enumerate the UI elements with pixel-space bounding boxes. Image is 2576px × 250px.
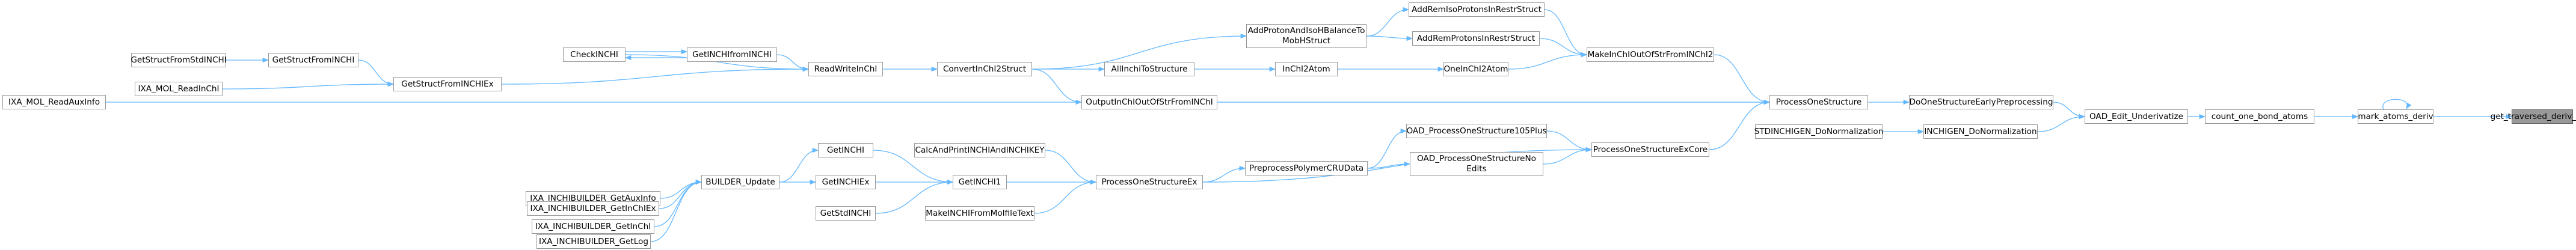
edge-GetStructFromINCHIEx-to-ReadWriteInChI — [501, 66, 810, 85]
node-output-inchi-out-of-str-from-inchi[interactable]: OutputInChIOutOfStrFromINChI — [1081, 95, 1217, 109]
edge-OneInChI2Atom-to-MakeInChIOutOfStrFromINChI2 — [1508, 52, 1588, 70]
node-count-one-bond-atoms[interactable]: count_one_bond_atoms — [2205, 109, 2314, 124]
edge-OAD_ProcessOneStructure105Plus-to-ProcessOneStructureExCore — [1546, 130, 1593, 153]
edge-ConvertInChI2Struct-to-AddProtonAndIsoHBalanceToMobHStruct — [1031, 33, 1247, 70]
edge-ConvertInChI2Struct-to-OutputInChIOutOfStrFromINChI — [1031, 69, 1083, 105]
node-stdinchigen-do-normalization[interactable]: STDINCHIGEN_DoNormalization — [1754, 124, 1883, 139]
node-ixa-inchibuilder-get-inchi-ex[interactable]: IXA_INCHIBUILDER_GetInChIEx — [527, 201, 659, 216]
node-ixa-mol-read-aux-info[interactable]: IXA_MOL_ReadAuxInfo — [2, 95, 106, 109]
node-get-inchi1[interactable]: GetINCHI1 — [953, 175, 1007, 189]
edge-OAD_ProcessOneStructureNoEdits-to-ProcessOneStructureExCore — [1543, 147, 1593, 165]
edge-IXA_INCHIBUILDER_GetAuxInfo-to-BUILDER_Update — [660, 179, 702, 199]
edge-AddProtonAndIsoHBalanceToMobHStruct-to-AddRemIsoProtonsInRestrStruct — [1366, 7, 1410, 37]
edge-ProcessOneStructureEx-to-ProcessOneStructureExCore — [1202, 147, 1593, 183]
edge-MakeInChIOutOfStrFromINChI2-to-ProcessOneStructure — [1714, 54, 1771, 105]
node-oad-process-one-structure-no-edits[interactable]: OAD_ProcessOneStructureNo Edits — [1410, 152, 1543, 176]
node-inchi2atom[interactable]: InChI2Atom — [1275, 62, 1338, 76]
node-process-one-structure[interactable]: ProcessOneStructure — [1769, 95, 1868, 109]
node-preprocess-polymer-cru-data[interactable]: PreprocessPolymerCRUData — [1245, 161, 1368, 175]
edge-IXA_INCHIBUILDER_GetInChI-to-BUILDER_Update — [654, 179, 702, 227]
node-do-one-structure-early-preprocessing[interactable]: DoOneStructureEarlyPreprocessing — [1909, 95, 2053, 109]
node-get-inchi-from-inchi[interactable]: GetINCHIfromINCHI — [687, 47, 777, 62]
edge-mark_atoms_deriv-to-mark_atoms_deriv — [2382, 99, 2412, 110]
edge-CalcAndPrintINCHIAndINCHIKEY-to-ProcessOneStructureEx — [1045, 150, 1097, 185]
node-add-rem-protons-in-restr-struct[interactable]: AddRemProtonsInRestrStruct — [1412, 31, 1540, 46]
node-all-inchi-to-structure[interactable]: AllInchiToStructure — [1104, 62, 1194, 76]
node-read-write-inchi[interactable]: ReadWriteInChI — [808, 62, 883, 76]
node-ixa-inchibuilder-get-log[interactable]: IXA_INCHIBUILDER_GetLog — [536, 234, 651, 249]
node-make-inchi-from-molfile-text[interactable]: MakeINCHIFromMolfileText — [925, 206, 1034, 221]
edge-GetStdINCHI-to-GetINCHI1 — [875, 179, 954, 214]
node-builder-update[interactable]: BUILDER_Update — [701, 175, 779, 189]
node-add-proton-and-iso-h-balance-to-mob-h-struct[interactable]: AddProtonAndIsoHBalanceTo MobHStruct — [1246, 24, 1366, 48]
edge-ProcessOneStructureExCore-to-ProcessOneStructure — [1709, 99, 1771, 150]
edge-GetINCHIfromINCHI-to-ReadWriteInChI — [776, 54, 810, 72]
node-inchigen-do-normalization[interactable]: INCHIGEN_DoNormalization — [1923, 124, 2038, 139]
node-add-rem-iso-protons-in-restr-struct[interactable]: AddRemIsoProtonsInRestrStruct — [1409, 2, 1545, 17]
node-oad-process-one-structure-105plus[interactable]: OAD_ProcessOneStructure105Plus — [1406, 124, 1547, 138]
node-mark-atoms-deriv[interactable]: mark_atoms_deriv — [2358, 109, 2433, 124]
edge-MakeINCHIFromMolfileText-to-ProcessOneStructureEx — [1034, 179, 1097, 214]
node-convert-inchi2struct[interactable]: ConvertInChI2Struct — [937, 62, 1032, 76]
edge-AddRemIsoProtonsInRestrStruct-to-MakeInChIOutOfStrFromINChI2 — [1544, 9, 1588, 58]
node-ixa-mol-read-inchi[interactable]: IXA_MOL_ReadInChI — [135, 82, 223, 96]
node-get-struct-from-inchi[interactable]: GetStructFromINCHI — [268, 53, 358, 67]
edge-AddProtonAndIsoHBalanceToMobHStruct-to-AddRemProtonsInRestrStruct — [1366, 35, 1413, 41]
node-process-one-structure-ex-core[interactable]: ProcessOneStructureExCore — [1591, 142, 1709, 157]
edge-PreprocessPolymerCRUData-to-OAD_ProcessOneStructureNoEdits — [1367, 161, 1411, 169]
node-get-traversed-deriv-type: get_traversed_deriv_type — [2491, 109, 2576, 124]
edge-PreprocessPolymerCRUData-to-OAD_ProcessOneStructure105Plus — [1367, 128, 1407, 169]
edge-IXA_INCHIBUILDER_GetInChIEx-to-BUILDER_Update — [659, 179, 702, 209]
node-oad-edit-underivatize[interactable]: OAD_Edit_Underivatize — [2085, 109, 2188, 124]
edge-IXA_INCHIBUILDER_GetLog-to-BUILDER_Update — [650, 179, 702, 242]
node-get-struct-from-std-inchi[interactable]: GetStructFromStdINCHI — [131, 53, 227, 67]
edge-DoOneStructureEarlyPreprocessing-to-OAD_Edit_Underivatize — [2053, 102, 2086, 120]
edge-IXA_MOL_ReadInChI-to-GetStructFromINCHIEx — [222, 81, 395, 90]
node-get-inchi-ex[interactable]: GetINCHIEx — [816, 175, 876, 189]
edge-INCHIGEN_DoNormalization-to-OAD_Edit_Underivatize — [2037, 114, 2086, 132]
edge-ProcessOneStructureEx-to-PreprocessPolymerCRUData — [1202, 165, 1246, 183]
node-get-struct-from-inchi-ex[interactable]: GetStructFromINCHIEx — [393, 77, 502, 91]
node-one-inchi2atom[interactable]: OneInChI2Atom — [1443, 62, 1508, 76]
node-check-inchi[interactable]: CheckINCHI — [563, 47, 626, 62]
edge-BUILDER_Update-to-GetINCHI — [779, 147, 819, 183]
node-ixa-inchibuilder-get-inchi[interactable]: IXA_INCHIBUILDER_GetInChI — [532, 219, 654, 234]
node-process-one-structure-ex[interactable]: ProcessOneStructureEx — [1096, 175, 1203, 189]
edge-GetStructFromINCHI-to-GetStructFromINCHIEx — [358, 59, 395, 87]
node-get-std-inchi[interactable]: GetStdINCHI — [816, 206, 876, 221]
node-get-inchi[interactable]: GetINCHI — [818, 143, 873, 157]
edge-GetINCHI-to-GetINCHI1 — [873, 150, 954, 185]
edge-AddRemProtonsInRestrStruct-to-MakeInChIOutOfStrFromINChI2 — [1539, 38, 1588, 58]
node-calc-and-print-inchi-and-inchikey[interactable]: CalcAndPrintINCHIAndINCHIKEY — [914, 143, 1045, 157]
edge-CheckINCHI-to-ReadWriteInChI — [625, 54, 810, 72]
node-make-inchi-out-of-str-from-inchi2[interactable]: MakeInChIOutOfStrFromINChI2 — [1587, 47, 1714, 62]
